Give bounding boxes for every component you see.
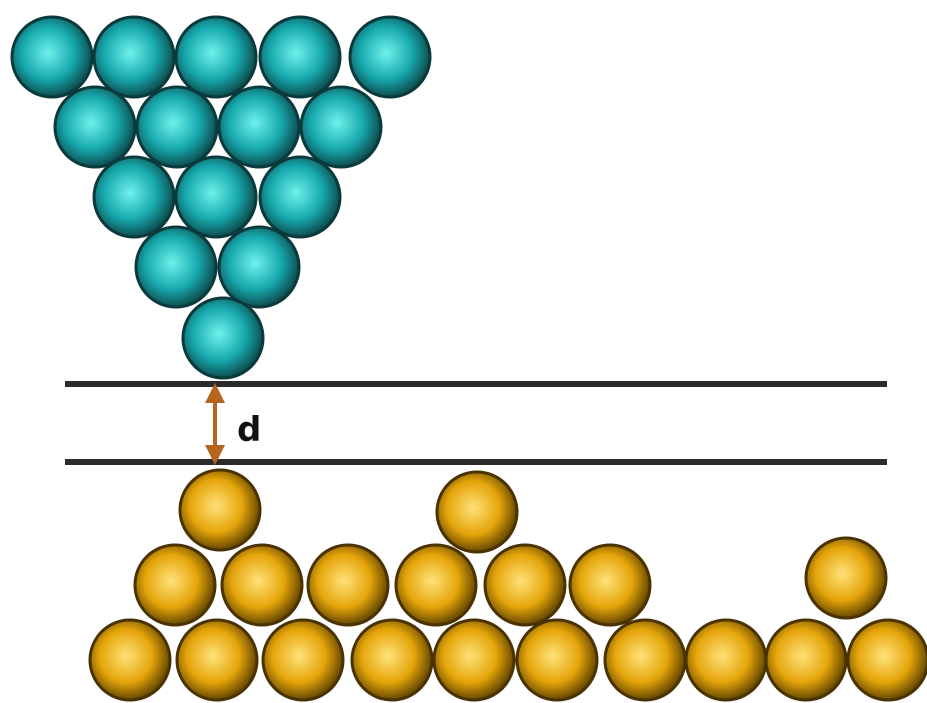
surface-atom-middle-row (483, 543, 567, 627)
tip-atom (92, 15, 176, 99)
surface-atom-middle-row (306, 543, 390, 627)
tip-atom (134, 225, 218, 309)
surface-atom-bottom-row (684, 618, 768, 702)
tip-atom (181, 296, 265, 380)
surface-atom-middle-row (804, 536, 888, 620)
surface-atoms (88, 468, 927, 702)
surface-atom-bottom-row (261, 618, 345, 702)
tip-atom (258, 155, 342, 239)
surface-atom-bottom-row (88, 618, 172, 702)
tip-atom (258, 15, 342, 99)
surface-atom-middle-row (220, 543, 304, 627)
surface-atom-top-row (435, 470, 519, 554)
surface-atom-middle-row (568, 543, 652, 627)
tip-atom (174, 155, 258, 239)
surface-atom-bottom-row (432, 618, 516, 702)
tip-atom (217, 85, 301, 169)
tip-atom (53, 85, 137, 169)
surface-atom-middle-row (133, 543, 217, 627)
surface-atom-top-row (178, 468, 262, 552)
surface-atom-bottom-row (350, 618, 434, 702)
tip-atom (299, 85, 383, 169)
surface-atom-bottom-row (603, 618, 687, 702)
tip-atoms (10, 15, 432, 380)
tip-atom (10, 15, 94, 99)
tip-atom (135, 85, 219, 169)
tip-atom (174, 15, 258, 99)
surface-atom-bottom-row (515, 618, 599, 702)
gap-distance-label: d (237, 410, 261, 450)
surface-atom-middle-row (394, 543, 478, 627)
surface-atom-bottom-row (764, 618, 848, 702)
tip-atom (92, 155, 176, 239)
tip-atom (217, 225, 301, 309)
surface-atom-bottom-row (175, 618, 259, 702)
surface-atom-bottom-row (846, 618, 927, 702)
tip-atom (348, 15, 432, 99)
